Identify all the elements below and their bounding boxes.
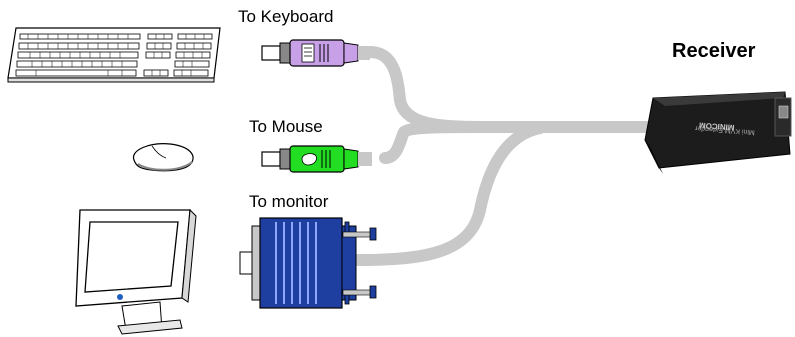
keyboard-icon bbox=[7, 27, 221, 83]
mouse-cable bbox=[379, 121, 486, 164]
keyboard-cable bbox=[364, 46, 486, 133]
receiver-subtitle-text: Mini KVM Extender bbox=[694, 124, 755, 135]
label-receiver: Receiver bbox=[672, 40, 756, 62]
receiver-brand-text: MINICOM bbox=[698, 121, 734, 132]
mouse-icon bbox=[132, 143, 194, 172]
vga-connector-icon bbox=[239, 217, 377, 309]
label-to-mouse: To Mouse bbox=[249, 117, 323, 136]
receiver-device-icon: MINICOM Mini KVM Extender bbox=[644, 91, 792, 174]
keyboard-ps2-connector-icon bbox=[261, 39, 370, 67]
label-to-keyboard: To Keyboard bbox=[238, 7, 334, 26]
monitor-cable bbox=[349, 122, 546, 266]
monitor-icon bbox=[75, 208, 197, 335]
label-to-monitor: To monitor bbox=[249, 192, 329, 211]
mouse-ps2-connector-icon bbox=[261, 145, 372, 173]
cables bbox=[349, 46, 656, 266]
